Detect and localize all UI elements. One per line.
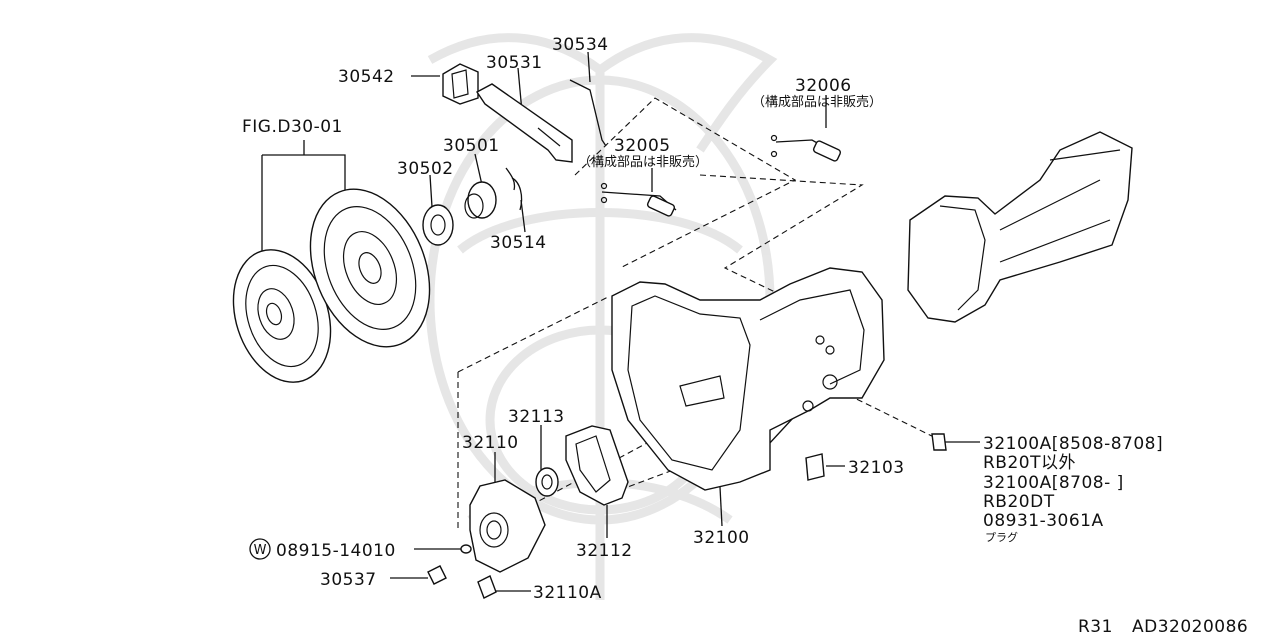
part-number-32110: 32110 bbox=[462, 433, 519, 453]
plug-note-caption: プラグ bbox=[985, 530, 1018, 544]
part-number-32005: 32005 bbox=[614, 136, 671, 156]
retainer-springs bbox=[505, 79, 607, 211]
part-number-30501: 30501 bbox=[443, 136, 500, 156]
switch-32005 bbox=[600, 182, 677, 217]
part-number-30542: 30542 bbox=[338, 67, 395, 87]
gasket bbox=[565, 425, 629, 506]
footer-model: R31 bbox=[1078, 617, 1113, 637]
plug-note-line-5: 08931-3061A bbox=[983, 511, 1104, 531]
transmission-case bbox=[611, 267, 885, 491]
footer: R31 AD32020086 bbox=[1078, 617, 1248, 637]
plug-note-line-1: 32100A[8508-8708] bbox=[983, 434, 1163, 454]
part-note-32006: （構成部品は非販売） bbox=[752, 94, 882, 110]
small-parts bbox=[427, 433, 947, 599]
figure-ref-label: FIG.D30-01 bbox=[242, 117, 343, 137]
part-number-32006: 32006 bbox=[795, 76, 852, 96]
dust-boot bbox=[442, 63, 479, 105]
part-number-08915-14010: 08915-14010 bbox=[276, 541, 396, 561]
plug-note-line-3: 32100A[8708- ] bbox=[983, 473, 1124, 493]
part-number-32110A: 32110A bbox=[533, 583, 602, 603]
transmission-assembly bbox=[907, 131, 1133, 323]
release-bearing bbox=[422, 181, 497, 246]
plug-note-line-4: RB20DT bbox=[983, 492, 1055, 512]
oil-seal bbox=[535, 467, 559, 497]
part-number-30502: 30502 bbox=[397, 159, 454, 179]
part-number-30531: 30531 bbox=[486, 53, 543, 73]
part-labels: FIG.D30-01 30542 30531 30534 30501 30502… bbox=[242, 35, 905, 603]
part-number-32113: 32113 bbox=[508, 407, 565, 427]
part-number-30534: 30534 bbox=[552, 35, 609, 55]
switch-32006 bbox=[770, 134, 842, 162]
washer-badge: W bbox=[249, 538, 271, 560]
plug-note: 32100A[8508-8708] RB20T以外 32100A[8708- ]… bbox=[983, 434, 1163, 544]
part-number-30514: 30514 bbox=[490, 233, 547, 253]
leader-lines bbox=[261, 51, 980, 592]
washer-badge-letter: W bbox=[254, 543, 267, 558]
withdrawal-lever bbox=[475, 83, 573, 163]
footer-code: AD32020086 bbox=[1132, 617, 1248, 637]
part-number-32100: 32100 bbox=[693, 528, 750, 548]
front-cover bbox=[469, 479, 546, 573]
plug-note-line-2: RB20T以外 bbox=[983, 453, 1076, 473]
clutch-cover bbox=[309, 188, 431, 348]
part-number-32112: 32112 bbox=[576, 541, 633, 561]
part-number-32103: 32103 bbox=[848, 458, 905, 478]
part-number-30537: 30537 bbox=[320, 570, 377, 590]
part-note-32005: （構成部品は非販売） bbox=[578, 154, 708, 170]
